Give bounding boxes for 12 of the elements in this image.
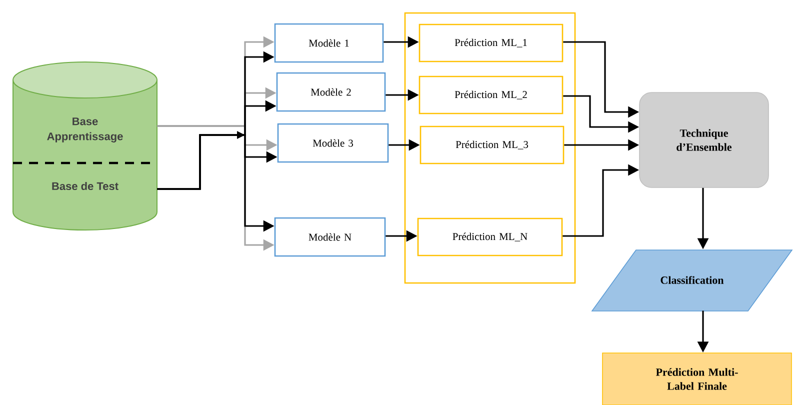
prediction-box: Prédiction ML_1 bbox=[418, 24, 564, 62]
prediction-box: Prédiction ML_3 bbox=[420, 126, 564, 164]
process-box: Technique d’Ensemble bbox=[639, 92, 769, 188]
model-box: Modèle 3 bbox=[277, 123, 389, 163]
output-box: Prédiction Multi-Label Finale bbox=[602, 352, 792, 405]
model-box: Modèle 1 bbox=[274, 23, 384, 63]
prediction-box: Prédiction ML_N bbox=[417, 218, 563, 256]
model-box: Modèle 2 bbox=[276, 72, 386, 112]
database-cylinder: Base Apprentissage Base de Test bbox=[12, 62, 158, 230]
prediction-box: Prédiction ML_2 bbox=[418, 76, 564, 114]
model-box: Modèle N bbox=[274, 217, 386, 257]
group-box bbox=[404, 12, 576, 284]
